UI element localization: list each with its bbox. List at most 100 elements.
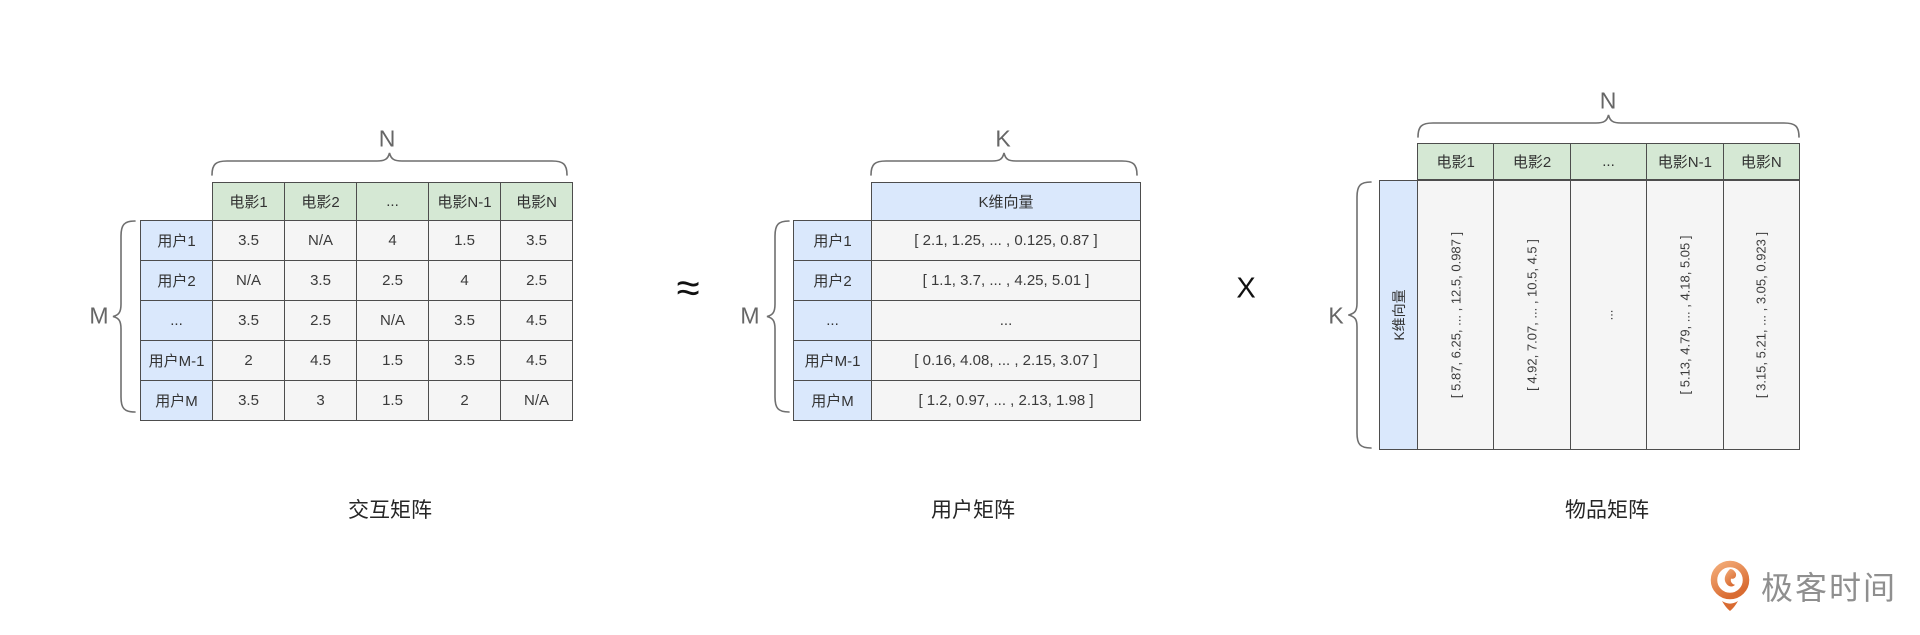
row-header-cell: 用户2 — [793, 260, 872, 301]
row-header-cell: 用户M-1 — [140, 340, 213, 381]
corner-cell — [140, 182, 213, 221]
matrix-cell: 2 — [212, 340, 285, 381]
n-brace-item — [1417, 114, 1800, 138]
item-matrix-header-row: 电影1 电影2 ... 电影N-1 电影N — [1417, 143, 1800, 180]
matrix-cell: 3 — [284, 380, 357, 421]
geektime-logo-text: 极客时间 — [1761, 569, 1898, 606]
vector-column-cell: [ 4.92, 7.07, ... , 10.5, 4.5 ] — [1494, 181, 1570, 449]
item-matrix-body: [ 5.87, 6.25, ... , 12.5, 0.987 ] [ 4.92… — [1417, 180, 1800, 450]
column-header-cell: 电影2 — [284, 182, 357, 221]
matrix-cell: N/A — [356, 300, 429, 341]
matrix-cell: 4 — [428, 260, 501, 301]
column-header-cell: 电影N-1 — [1647, 144, 1723, 179]
m-brace-user — [766, 220, 790, 413]
matrix-cell: 3.5 — [212, 220, 285, 261]
m-brace-interaction — [112, 220, 136, 413]
row-header-cell: ... — [793, 300, 872, 341]
multiply-symbol: X — [1236, 272, 1256, 305]
matrix-cell: 3.5 — [500, 220, 573, 261]
vector-column-cell: [ 5.13, 4.79, ... , 4.18, 5.05 ] — [1647, 181, 1723, 449]
vector-column-cell: [ 5.87, 6.25, ... , 12.5, 0.987 ] — [1418, 181, 1494, 449]
dimension-label-k-user: K — [995, 125, 1011, 152]
user-matrix-table: K维向量 用户1 [ 2.1, 1.25, ... , 0.125, 0.87 … — [793, 182, 1141, 421]
vector-cell: [ 1.1, 3.7, ... , 4.25, 5.01 ] — [871, 260, 1141, 301]
table-row: 用户1 3.5 N/A 4 1.5 3.5 — [140, 220, 573, 261]
row-header-cell: 用户M-1 — [793, 340, 872, 381]
dimension-label-n-item: N — [1599, 87, 1617, 114]
column-header-cell: ... — [1570, 144, 1647, 179]
vector-cell: [ 2.1, 1.25, ... , 0.125, 0.87 ] — [871, 220, 1141, 261]
matrix-cell: 1.5 — [428, 220, 501, 261]
dimension-label-k-item: K — [1328, 302, 1344, 329]
table-row: 用户M 3.5 3 1.5 2 N/A — [140, 380, 573, 421]
vector-column-cell: [ 3.15, 5.21, ... , 3.05, 0.923 ] — [1723, 181, 1799, 449]
row-header-cell: 用户M — [793, 380, 872, 421]
vector-text: [ 4.92, 7.07, ... , 10.5, 4.5 ] — [1524, 239, 1540, 391]
matrix-cell: 4 — [356, 220, 429, 261]
matrix-cell: 4.5 — [500, 300, 573, 341]
column-header-cell: ... — [356, 182, 429, 221]
geektime-logo: 极客时间 — [1710, 560, 1897, 615]
column-header-cell: 电影N — [1723, 144, 1799, 179]
table-row: ... 3.5 2.5 N/A 3.5 4.5 — [140, 300, 573, 341]
matrix-cell: N/A — [284, 220, 357, 261]
row-header-cell: ... — [140, 300, 213, 341]
row-header-label: K维向量 — [1390, 289, 1407, 341]
row-header-cell: 用户M — [140, 380, 213, 421]
vector-text: [ 5.13, 4.79, ... , 4.18, 5.05 ] — [1677, 235, 1693, 395]
matrix-cell: 3.5 — [212, 300, 285, 341]
vector-text: [ 3.15, 5.21, ... , 3.05, 0.923 ] — [1753, 231, 1769, 399]
table-row: 用户M [ 1.2, 0.97, ... , 2.13, 1.98 ] — [793, 380, 1141, 421]
column-header-cell: 电影N — [500, 182, 573, 221]
table-row: 用户1 [ 2.1, 1.25, ... , 0.125, 0.87 ] — [793, 220, 1141, 261]
k-brace-item — [1348, 181, 1372, 449]
matrix-cell: 2.5 — [356, 260, 429, 301]
matrix-caption-user: 用户矩阵 — [931, 499, 1015, 522]
row-header-cell: 用户2 — [140, 260, 213, 301]
n-brace-interaction — [211, 152, 568, 176]
column-header-cell: 电影1 — [212, 182, 285, 221]
table-row: 用户2 N/A 3.5 2.5 4 2.5 — [140, 260, 573, 301]
row-header-cell: 用户1 — [140, 220, 213, 261]
table-row: 用户M-1 [ 0.16, 4.08, ... , 2.15, 3.07 ] — [793, 340, 1141, 381]
column-header-cell: K维向量 — [871, 182, 1141, 221]
matrix-cell: 3.5 — [428, 300, 501, 341]
matrix-caption-item: 物品矩阵 — [1565, 499, 1649, 522]
matrix-cell: 2.5 — [284, 300, 357, 341]
table-row: 用户M-1 2 4.5 1.5 3.5 4.5 — [140, 340, 573, 381]
row-header-cell: 用户1 — [793, 220, 872, 261]
matrix-cell: 1.5 — [356, 340, 429, 381]
matrix-cell: 4.5 — [284, 340, 357, 381]
table-header-row: 电影1 电影2 ... 电影N-1 电影N — [140, 182, 573, 221]
matrix-cell: 3.5 — [428, 340, 501, 381]
dimension-label-n-interaction: N — [378, 125, 396, 152]
vector-text: [ 5.87, 6.25, ... , 12.5, 0.987 ] — [1448, 231, 1464, 399]
geektime-logo-icon — [1710, 560, 1750, 611]
column-header-cell: 电影1 — [1418, 144, 1494, 179]
matrix-cell: 3.5 — [212, 380, 285, 421]
vector-cell: [ 0.16, 4.08, ... , 2.15, 3.07 ] — [871, 340, 1141, 381]
interaction-matrix-table: 电影1 电影2 ... 电影N-1 电影N 用户1 3.5 N/A 4 1.5 … — [140, 182, 573, 421]
column-header-cell: 电影N-1 — [428, 182, 501, 221]
vector-cell: ... — [871, 300, 1141, 341]
dimension-label-m-user: M — [740, 302, 760, 329]
approx-symbol: ≈ — [676, 264, 700, 311]
column-header-cell: 电影2 — [1494, 144, 1570, 179]
table-row: ... ... — [793, 300, 1141, 341]
table-row: 用户2 [ 1.1, 3.7, ... , 4.25, 5.01 ] — [793, 260, 1141, 301]
matrix-cell: N/A — [212, 260, 285, 301]
matrix-cell: N/A — [500, 380, 573, 421]
matrix-cell: 3.5 — [284, 260, 357, 301]
matrix-cell: 4.5 — [500, 340, 573, 381]
matrix-cell: 2.5 — [500, 260, 573, 301]
k-brace-user — [870, 152, 1138, 176]
matrix-cell: 2 — [428, 380, 501, 421]
item-matrix-kvector-header: K维向量 — [1379, 180, 1417, 450]
vector-cell: [ 1.2, 0.97, ... , 2.13, 1.98 ] — [871, 380, 1141, 421]
dimension-label-m-interaction: M — [89, 302, 109, 329]
matrix-cell: 1.5 — [356, 380, 429, 421]
matrix-caption-interaction: 交互矩阵 — [348, 499, 432, 522]
table-header-row: K维向量 — [793, 182, 1141, 221]
corner-cell — [793, 182, 872, 221]
